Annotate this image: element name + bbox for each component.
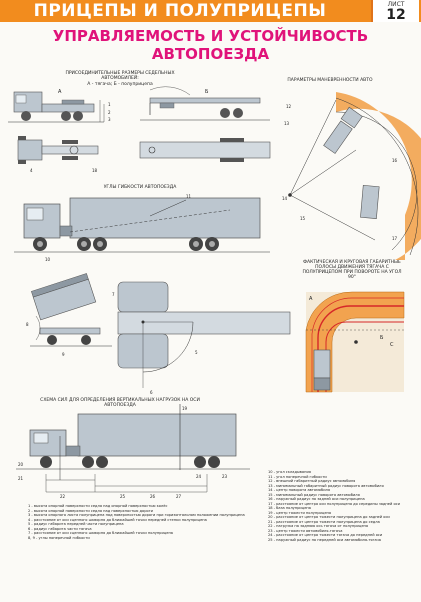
legend-right-item: 25 - наружный радиус по передней оси авт… bbox=[268, 537, 381, 542]
label-num-20: 20 bbox=[18, 462, 24, 467]
dimensions-caption: ПРИСОЕДИНИТЕЛЬНЫЕ РАЗМЕРЫ СЕДЕЛЬНЫХ АВТО… bbox=[65, 71, 175, 81]
label-num-26: 26 bbox=[150, 494, 156, 499]
label-num-13: 13 bbox=[284, 121, 290, 126]
legend-right-item: 22 - нагрузка на заднюю ось тягача от по… bbox=[268, 524, 369, 528]
legend-right-item: 15 - минимальный радиус поворота автомоб… bbox=[268, 492, 360, 497]
legend-right-item: 18 - база полуприцепа bbox=[268, 506, 311, 510]
label-num-27: 27 bbox=[176, 494, 182, 499]
label-num-12: 12 bbox=[286, 104, 292, 109]
legend-right-item: 17 - расстояние от центра оси полуприцеп… bbox=[268, 501, 400, 506]
legend-left-item: 6 - радиус габарита части тягача bbox=[28, 526, 92, 531]
label-num-4: 4 bbox=[30, 168, 33, 173]
subtitle-line-2: АВТОПОЕЗДА bbox=[151, 45, 270, 63]
label-num-1: 1 bbox=[108, 102, 111, 107]
coupling-top-layout bbox=[117, 281, 291, 388]
sheet-label: ЛИСТ bbox=[387, 1, 405, 8]
turn-label-a: А bbox=[309, 296, 313, 302]
subtitle-line-1: УПРАВЛЯЕМОСТЬ И УСТОЙЧИВОСТЬ bbox=[52, 27, 369, 45]
label-num-2: 2 bbox=[108, 110, 111, 115]
flex-angle-truck bbox=[14, 197, 270, 253]
legend-right-item: 12 - внешний габаритный радиус автомобил… bbox=[268, 479, 356, 483]
legend-right-item: 11 - угол поперечной гибкости bbox=[268, 474, 327, 479]
label-num-11: 11 bbox=[186, 194, 192, 199]
turn-label-c: С bbox=[390, 342, 394, 348]
semitrailer-side-view bbox=[140, 86, 270, 121]
label-num-25: 25 bbox=[120, 494, 126, 499]
sheet-number: 12 bbox=[386, 7, 406, 23]
loads-caption: СХЕМА СИЛ ДЛЯ ОПРЕДЕЛЕНИЯ ВЕРТИКАЛЬНЫХ Н… bbox=[40, 398, 200, 408]
sheet-badge: ЛИСТ 12 bbox=[371, 0, 419, 23]
label-num-17: 17 bbox=[392, 236, 398, 241]
legend-left-item: 3 - высота опорного листа полуприцепа на… bbox=[28, 513, 245, 517]
maneuver-caption: ПАРАМЕТРЫ МАНЕВРЕННОСТИ АВТО bbox=[287, 78, 373, 83]
label-num-5: 5 bbox=[195, 350, 198, 355]
turn-band-diagram bbox=[305, 291, 405, 393]
label-num-8: 8 bbox=[26, 322, 29, 327]
label-num-18: 18 bbox=[92, 168, 98, 173]
label-num-21: 21 bbox=[18, 476, 24, 481]
legend-right-item: 14 - центр поворота автомобиля bbox=[268, 488, 330, 492]
legend-right-item: 23 - центр тяжести автомобиля-тягача bbox=[268, 528, 343, 533]
legend-right-item: 10 - угол складывания bbox=[268, 470, 311, 474]
label-num-10: 10 bbox=[45, 257, 51, 262]
label-num-9: 9 bbox=[62, 352, 65, 357]
legend-right-item: 21 - расстояние от центра тяжести полупр… bbox=[268, 519, 380, 524]
tipped-trailer bbox=[30, 273, 112, 347]
label-num-7: 7 bbox=[112, 292, 115, 297]
label-num-22: 22 bbox=[60, 494, 66, 499]
label-num-24: 24 bbox=[196, 474, 202, 479]
legend-left: 1 - высота опорной поверхности седла над… bbox=[28, 504, 245, 540]
legend-right-item: 16 - наружный радиус по задней оси полуп… bbox=[268, 497, 365, 501]
legend-left-item: 4 - расстояние от оси сцепного шкворня д… bbox=[28, 517, 207, 522]
load-scheme-truck bbox=[16, 404, 250, 493]
dimensions-subcaption: А - тягача; Б - полуприцепа bbox=[87, 82, 153, 87]
legend-left-item: 7 - расстояние от оси сцепного шкворня д… bbox=[28, 531, 173, 535]
tractor-side-view bbox=[8, 91, 105, 123]
maneuver-diagram bbox=[288, 92, 421, 260]
legend-left-item: 2 - высота опорной поверхности седла над… bbox=[28, 508, 153, 513]
semitrailer-top-view bbox=[139, 138, 271, 162]
label-num-23: 23 bbox=[222, 474, 228, 479]
tractor-top-view bbox=[17, 136, 99, 164]
label-num-19: 19 bbox=[182, 406, 188, 411]
turn-label-b: Б bbox=[380, 335, 384, 341]
label-num-3: 3 bbox=[108, 117, 111, 122]
header-bar: ПРИЦЕПЫ И ПОЛУПРИЦЕПЫ ЛИСТ 12 bbox=[0, 0, 421, 23]
legend-left-item: 1 - высота опорной поверхности седла над… bbox=[28, 504, 168, 508]
label-num-15: 15 bbox=[300, 216, 306, 221]
label-a: А bbox=[58, 89, 62, 95]
legend-right-item: 13 - минимальный габаритный радиус повор… bbox=[268, 483, 384, 488]
label-num-6: 6 bbox=[150, 390, 153, 395]
turn-caption: ФАКТИЧЕСКАЯ И КРУГОВАЯ ГАБАРИТНЫЕ ПОЛОСЫ… bbox=[302, 260, 402, 280]
legend-right-item: 19 - центр тяжести полуприцепа bbox=[268, 510, 332, 515]
label-b: Б bbox=[205, 89, 209, 95]
page-title: ПРИЦЕПЫ И ПОЛУПРИЦЕПЫ bbox=[33, 1, 327, 21]
legend-left-item: 8, 9 - углы поперечной гибкости bbox=[28, 535, 90, 540]
flex-caption: УГЛЫ ГИБКОСТИ АВТОПОЕЗДА bbox=[103, 185, 177, 190]
legend-right-item: 20 - расстояние от центра тяжести полупр… bbox=[268, 515, 390, 519]
label-num-16: 16 bbox=[392, 158, 398, 163]
legend-left-item: 5 - радиус габарита передней части полуп… bbox=[28, 522, 124, 526]
legend-right-item: 24 - расстояние от центра тяжести тягача… bbox=[268, 533, 383, 537]
label-num-14: 14 bbox=[282, 196, 288, 201]
